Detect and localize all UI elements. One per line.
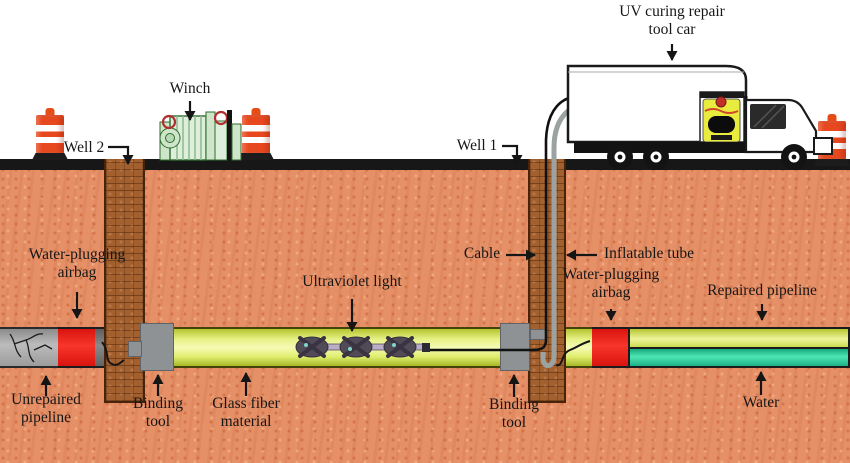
- drum-cap: [45, 108, 55, 117]
- label-line: Water-plugging: [28, 246, 126, 263]
- label-well-2: Well 2: [63, 139, 105, 156]
- ground-surface-right: [566, 159, 850, 170]
- pipe-coupling: [95, 327, 104, 368]
- label-water-plugging-airbag-right: Water-plugging airbag: [563, 266, 660, 301]
- label-line: material: [220, 412, 272, 430]
- well-1-shaft: [528, 159, 566, 403]
- label-inflatable-tube: Inflatable tube: [604, 245, 694, 262]
- label-uv-curing-repair-tool-car: UV curing repair tool car: [619, 3, 725, 38]
- label-line: airbag: [591, 283, 631, 301]
- label-line: Binding: [133, 395, 183, 412]
- label-line: airbag: [57, 263, 97, 281]
- label-well-1: Well 1: [456, 137, 498, 154]
- well-2-shaft: [104, 159, 145, 403]
- binding-tool-left: [140, 323, 174, 371]
- binding-tool-left-tab: [128, 341, 142, 357]
- glass-fiber-short-segment: [566, 327, 592, 368]
- label-line: Unrepaired: [11, 391, 81, 408]
- drum-cap: [827, 114, 837, 123]
- label-line: pipeline: [21, 408, 71, 426]
- label-ultraviolet-light: Ultraviolet light: [302, 273, 402, 290]
- drum-body: [242, 115, 270, 154]
- label-winch: Winch: [169, 80, 211, 97]
- label-line: tool car: [648, 20, 696, 38]
- label-line: Glass fiber: [212, 395, 280, 412]
- label-cable: Cable: [463, 245, 501, 262]
- label-glass-fiber-material: Glass fiber material: [212, 395, 280, 430]
- label-repaired-pipeline: Repaired pipeline: [707, 282, 817, 299]
- glass-fiber-liner-segment: [150, 327, 505, 368]
- winch-icon: [159, 110, 242, 161]
- traffic-drum-icon: [32, 108, 68, 160]
- water-flow: [630, 349, 848, 366]
- ground-surface-left: [0, 159, 104, 170]
- label-line: Water-plugging: [562, 266, 660, 283]
- drum-base: [814, 159, 850, 166]
- label-unrepaired-pipeline: Unrepaired pipeline: [11, 391, 81, 426]
- label-water: Water: [742, 394, 780, 411]
- unrepaired-pipeline-segment: [0, 327, 58, 368]
- traffic-drum-icon: [238, 108, 274, 160]
- repair-truck-icon: [566, 64, 833, 170]
- binding-tool-right: [500, 323, 530, 371]
- label-binding-tool-right: Binding tool: [489, 396, 539, 431]
- drum-cap: [251, 108, 261, 117]
- label-line: UV curing repair: [619, 3, 725, 20]
- water-plugging-airbag-right: [592, 327, 628, 368]
- water-plugging-airbag-left: [58, 327, 95, 368]
- label-line: Binding: [489, 396, 539, 413]
- repaired-liner-wall: [630, 329, 848, 349]
- binding-tool-right-tab: [530, 329, 546, 340]
- label-line: tool: [145, 412, 171, 430]
- label-binding-tool-left: Binding tool: [133, 395, 183, 430]
- label-line: tool: [501, 413, 527, 431]
- label-water-plugging-airbag-left: Water-plugging airbag: [29, 246, 126, 281]
- drum-body: [818, 121, 846, 160]
- drum-base: [238, 153, 274, 160]
- drum-body: [36, 115, 64, 154]
- ground-surface-middle: [145, 159, 528, 170]
- drum-base: [32, 153, 68, 160]
- repaired-pipeline-segment: [628, 327, 850, 368]
- traffic-drum-icon: [814, 114, 850, 166]
